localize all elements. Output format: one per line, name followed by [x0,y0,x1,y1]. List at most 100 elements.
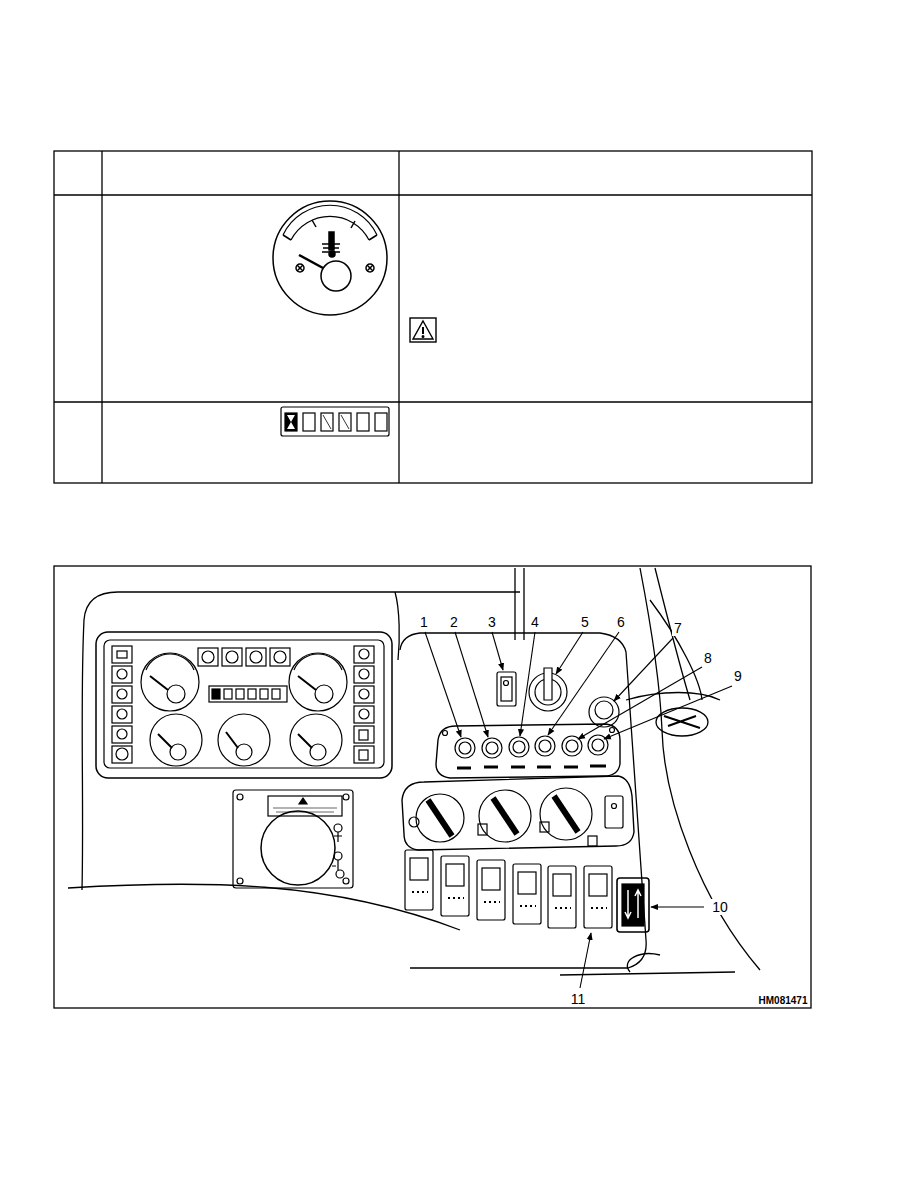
dashboard-housing [627,954,660,972]
dashboard-housing [400,633,646,968]
hourmeter-display [357,413,369,431]
callout-number: 11 [569,991,588,1007]
indicator-lamps [198,648,218,666]
indicator-lamps [117,651,127,658]
rocker-switches [584,866,612,928]
dashboard-housing [640,568,760,970]
rocker-switches [622,884,644,926]
temperature-gauge [296,264,304,272]
temperature-gauge [367,265,373,271]
gauges [298,734,312,748]
small-hourmeter [260,689,268,699]
gauges [315,685,333,703]
instrument-cluster [96,632,392,778]
gauges [141,653,199,711]
temperature-gauge [283,235,291,240]
control-console [478,824,487,835]
indicator-lamps [354,746,374,763]
rocker-switches [553,874,571,896]
gauges [226,732,238,748]
small-hourmeter [272,689,280,699]
parking-brake-plate [334,824,342,832]
dashboard-housing [68,884,460,930]
control-console [539,740,551,752]
indicator-lamps [250,651,262,663]
control-console [501,677,512,701]
indicator-lamps [354,706,374,723]
control-console [428,800,452,836]
control-console [544,668,552,700]
temperature-gauge [297,265,303,271]
control-console [457,766,606,768]
dashboard-housing [82,592,520,890]
leader-lines [614,638,673,701]
rocker-switches [405,850,433,910]
hourmeter-display [281,407,389,436]
control-console [416,794,464,842]
leader-lines [604,686,732,739]
gauges [170,744,186,760]
indicator-lamps [202,651,214,663]
control-console [566,740,578,752]
indicator-lamps [246,648,266,666]
control-console [540,822,549,832]
dashboard-housing [656,708,708,736]
leader-lines [578,667,702,739]
table-grid [54,151,812,483]
gauges [294,654,342,670]
callout-number: 9 [732,668,744,684]
indicator-lamps [112,646,374,763]
callout-number: 10 [710,899,730,915]
callout-number: 4 [529,614,541,630]
gauges [167,685,185,703]
parking-brake-plate [268,796,342,816]
leader-lines [455,632,488,737]
temperature-gauge [321,261,351,291]
rocker-switches [412,892,607,908]
rocker-switches [482,868,500,890]
indicator-lamps [354,686,374,703]
dashboard-housing [395,592,399,660]
warning-triangle [410,318,436,342]
indicator-lamps [354,646,374,663]
hourmeter-display [287,415,295,429]
gauges [298,676,316,690]
table-grid [54,401,812,402]
gauges [289,653,347,711]
indicator-lamps [112,646,132,663]
rocker-switches [513,864,541,924]
control-console [513,741,525,753]
temperature-gauge [273,201,387,315]
warning-triangle [413,321,433,339]
parking-brake-plate [233,790,353,888]
indicator-lamps [112,726,132,743]
rocker-switches [410,858,428,880]
indicator-lamps [359,709,369,719]
control-console [589,697,619,727]
indicator-lamps [354,726,374,743]
gauges [158,734,172,748]
hourmeter-display [281,407,389,436]
warning-triangle [410,318,436,342]
leader-lines [556,632,583,674]
gauges [236,744,252,760]
indicator-lamps [117,729,127,739]
control-console [540,788,592,840]
control-console [535,736,555,756]
leader-lines [651,906,704,907]
figure-id: HM081471 [757,995,810,1007]
control-console [409,817,419,827]
parking-brake-plate [336,870,344,878]
gauges [141,653,347,766]
small-hourmeter [224,689,232,699]
gauges [150,676,168,690]
control-console [486,742,498,754]
control-console [459,742,471,754]
rocker-switches [441,856,469,916]
indicator-lamps [270,648,290,666]
gauges [310,744,326,760]
control-console [443,731,448,736]
small-hourmeter [209,686,287,702]
table-grid [54,194,812,195]
